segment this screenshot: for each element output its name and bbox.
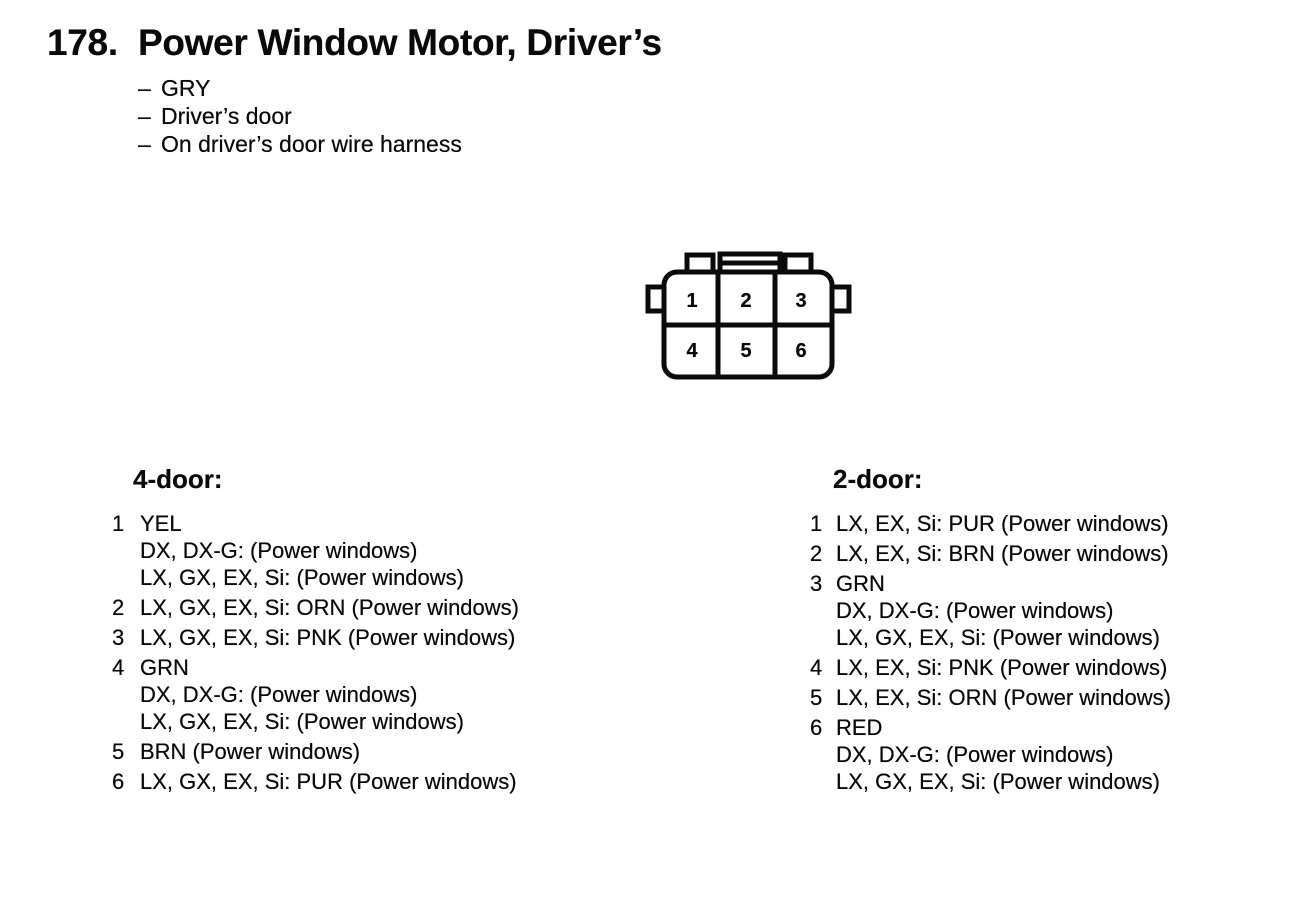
pin-number: 5 bbox=[112, 739, 125, 764]
pin-list-4door: 4-door: 1 YEL DX, DX-G: (Power windows) … bbox=[112, 464, 572, 795]
bullet-text: Driver’s door bbox=[161, 103, 292, 129]
pin-wire-color: LX, GX, EX, Si: PUR (Power windows) bbox=[140, 769, 517, 794]
page-title-text: Power Window Motor, Driver’s bbox=[138, 22, 662, 63]
pin-wire-color: GRN bbox=[140, 655, 189, 680]
pin-row: 5 LX, EX, Si: ORN (Power windows) bbox=[810, 684, 1270, 711]
pin-trim-note: LX, GX, EX, Si: (Power windows) bbox=[836, 769, 1160, 794]
pin-cavity-6: 6 bbox=[795, 340, 806, 362]
pin-row: 2 LX, EX, Si: BRN (Power windows) bbox=[810, 540, 1270, 567]
pin-row: 4 LX, EX, Si: PNK (Power windows) bbox=[810, 654, 1270, 681]
pin-number: 5 bbox=[810, 685, 823, 710]
pin-wire-color: LX, EX, Si: ORN (Power windows) bbox=[836, 685, 1171, 710]
pin-row: 1 LX, EX, Si: PUR (Power windows) bbox=[810, 510, 1270, 537]
pin-cavity-5: 5 bbox=[740, 340, 751, 362]
pin-cavity-1: 1 bbox=[686, 290, 697, 312]
pin-number: 6 bbox=[112, 769, 125, 794]
pin-trim-note: LX, GX, EX, Si: (Power windows) bbox=[140, 565, 464, 590]
bullet-text: GRY bbox=[161, 75, 211, 101]
pin-number: 1 bbox=[112, 511, 125, 536]
connector-diagram: 1 2 3 4 5 6 bbox=[645, 251, 852, 380]
pin-wire-color: LX, GX, EX, Si: PNK (Power windows) bbox=[140, 625, 516, 650]
pin-row: 6 LX, GX, EX, Si: PUR (Power windows) bbox=[112, 768, 572, 795]
pin-wire-color: RED bbox=[836, 715, 883, 740]
pin-row: 2 LX, GX, EX, Si: ORN (Power windows) bbox=[112, 594, 572, 621]
pin-number: 3 bbox=[112, 625, 125, 650]
pin-list-2door: 2-door: 1 LX, EX, Si: PUR (Power windows… bbox=[810, 464, 1270, 795]
pin-row: 3 LX, GX, EX, Si: PNK (Power windows) bbox=[112, 624, 572, 651]
pin-row: 3 GRN DX, DX-G: (Power windows) LX, GX, … bbox=[810, 570, 1270, 651]
pin-wire-color: YEL bbox=[140, 511, 182, 536]
pin-row: 1 YEL DX, DX-G: (Power windows) LX, GX, … bbox=[112, 510, 572, 591]
pin-wire-color: LX, EX, Si: PNK (Power windows) bbox=[836, 655, 1168, 680]
pin-number: 2 bbox=[810, 541, 823, 566]
page-title: 178. Power Window Motor, Driver’s bbox=[47, 22, 662, 64]
column-heading-4door: 4-door: bbox=[133, 464, 223, 494]
pin-cavity-4: 4 bbox=[686, 340, 698, 362]
pin-wire-color: BRN (Power windows) bbox=[140, 739, 361, 764]
pin-number: 4 bbox=[810, 655, 823, 680]
pin-wire-color: LX, EX, Si: PUR (Power windows) bbox=[836, 511, 1169, 536]
pin-trim-note: LX, GX, EX, Si: (Power windows) bbox=[836, 625, 1160, 650]
bullet-list: – GRY – Driver’s door – On driver’s door… bbox=[138, 74, 462, 158]
pin-trim-note: DX, DX-G: (Power windows) bbox=[140, 538, 418, 563]
pin-number: 4 bbox=[112, 655, 125, 680]
pin-wire-color: GRN bbox=[836, 571, 885, 596]
pin-trim-note: LX, GX, EX, Si: (Power windows) bbox=[140, 709, 464, 734]
pin-wire-color: LX, GX, EX, Si: ORN (Power windows) bbox=[140, 595, 519, 620]
pin-row: 4 GRN DX, DX-G: (Power windows) LX, GX, … bbox=[112, 654, 572, 735]
bullet-dash: – bbox=[138, 131, 151, 157]
bullet-dash: – bbox=[138, 103, 151, 129]
pin-trim-note: DX, DX-G: (Power windows) bbox=[836, 742, 1114, 767]
bullet-dash: – bbox=[138, 75, 151, 101]
bullet-text: On driver’s door wire harness bbox=[161, 131, 462, 157]
section-number: 178. bbox=[47, 22, 118, 63]
pin-row: 5 BRN (Power windows) bbox=[112, 738, 572, 765]
column-heading-2door: 2-door: bbox=[833, 464, 923, 494]
pin-number: 2 bbox=[112, 595, 125, 620]
pin-number: 6 bbox=[810, 715, 823, 740]
pin-row: 6 RED DX, DX-G: (Power windows) LX, GX, … bbox=[810, 714, 1270, 795]
pin-trim-note: DX, DX-G: (Power windows) bbox=[140, 682, 418, 707]
bullet-item: – Driver’s door bbox=[138, 102, 462, 130]
pin-number: 1 bbox=[810, 511, 823, 536]
pin-number: 3 bbox=[810, 571, 823, 596]
pin-trim-note: DX, DX-G: (Power windows) bbox=[836, 598, 1114, 623]
pin-wire-color: LX, EX, Si: BRN (Power windows) bbox=[836, 541, 1169, 566]
pin-cavity-3: 3 bbox=[795, 290, 806, 312]
bullet-item: – On driver’s door wire harness bbox=[138, 130, 462, 158]
pin-cavity-2: 2 bbox=[740, 290, 751, 312]
bullet-item: – GRY bbox=[138, 74, 462, 102]
